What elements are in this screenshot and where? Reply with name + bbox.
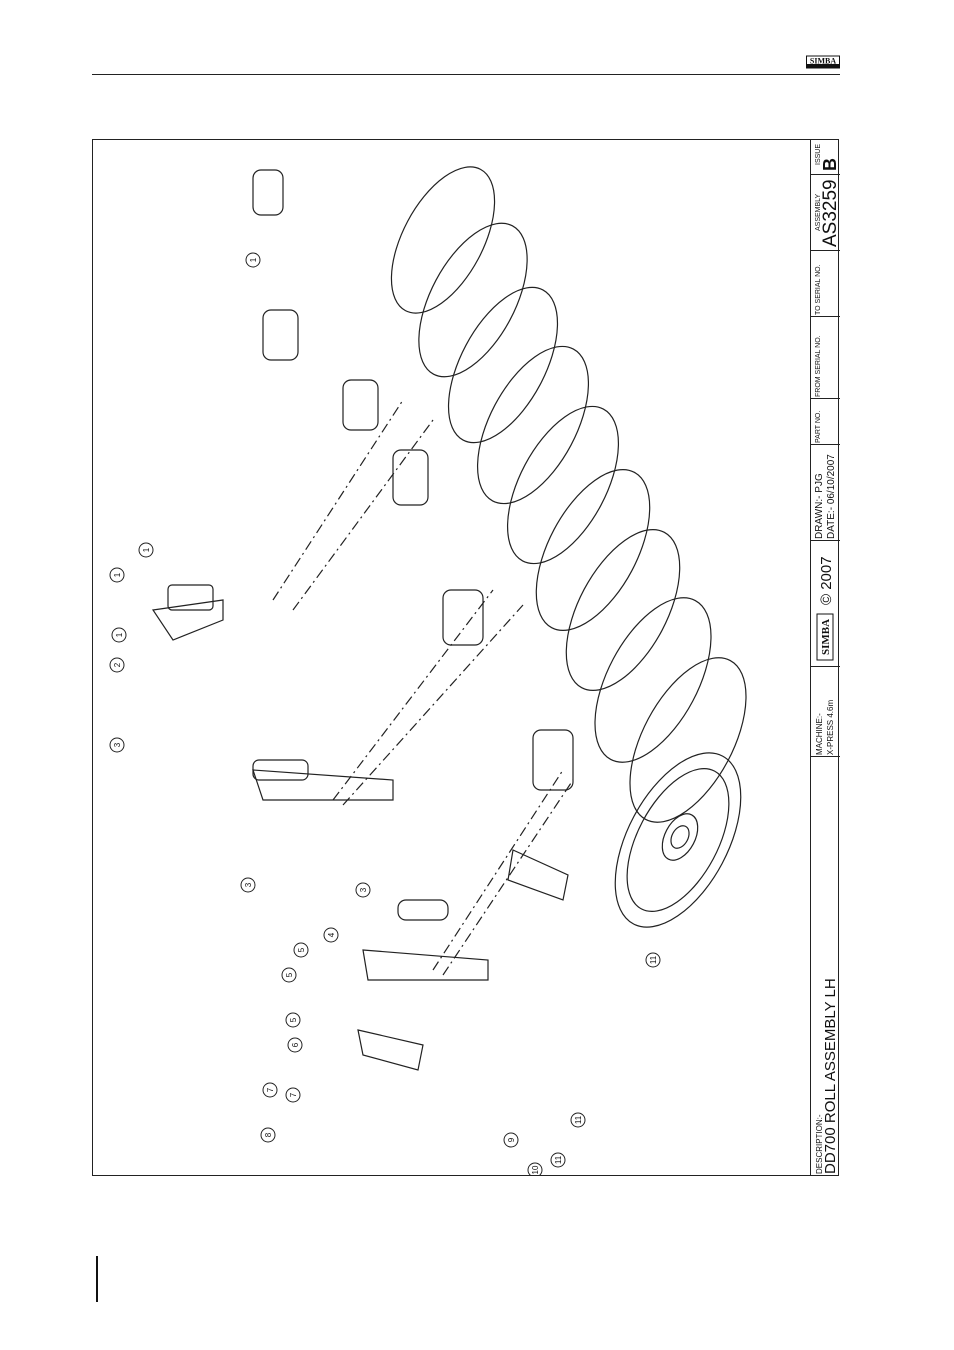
header-rule bbox=[92, 74, 840, 75]
machine-name: X-PRESS 4.6m bbox=[826, 700, 835, 755]
issue-value: B bbox=[820, 158, 841, 171]
balloon-number: 9 bbox=[507, 1137, 516, 1142]
balloon-number: 7 bbox=[266, 1087, 275, 1092]
balloon-number: 5 bbox=[297, 947, 306, 952]
to-serial-label: TO SERIAL NO. bbox=[815, 264, 822, 315]
part-no-label: PART NO. bbox=[815, 411, 822, 443]
balloon-number: 2 bbox=[113, 662, 122, 667]
drawn-date-cell: DRAWN:- PJG DATE:- 06/10/2007 bbox=[811, 445, 840, 541]
balloon-number: 8 bbox=[264, 1132, 273, 1137]
from-serial-label: FROM SERIAL NO. bbox=[815, 335, 822, 397]
balloon-number: 6 bbox=[291, 1042, 300, 1047]
simba-logo: SIMBA bbox=[806, 52, 840, 72]
title-logo-text: SIMBA bbox=[820, 619, 832, 655]
balloon-number: 5 bbox=[285, 972, 294, 977]
balloon-number: 10 bbox=[531, 1165, 540, 1174]
copyright-cell: SIMBA © 2007 bbox=[811, 541, 840, 667]
balloon-number: 11 bbox=[649, 955, 658, 964]
balloon-number: 1 bbox=[113, 572, 122, 577]
drawn-by: DRAWN:- PJG bbox=[814, 473, 825, 539]
machine-cell: MACHINE:- X-PRESS 4.6m bbox=[811, 667, 840, 757]
to-serial-cell: TO SERIAL NO. bbox=[811, 251, 840, 317]
balloon-number: 5 bbox=[289, 1017, 298, 1022]
balloon-number: 1 bbox=[115, 632, 124, 637]
drawn-date: DATE:- 06/10/2007 bbox=[826, 454, 837, 539]
issue-cell: ISSUE B bbox=[811, 139, 840, 175]
balloon-number: 11 bbox=[574, 1115, 583, 1124]
description-text: DD700 ROLL ASSEMBLY LH bbox=[822, 978, 839, 1174]
description-cell: DESCRIPTION:- DD700 ROLL ASSEMBLY LH bbox=[811, 757, 840, 1176]
assembly-number: AS3259 bbox=[820, 179, 842, 247]
title-block: ISSUE B ASSEMBLY AS3259 TO SERIAL NO. FR… bbox=[810, 139, 839, 1176]
part-no-cell: PART NO. bbox=[811, 399, 840, 445]
assembly-cell: ASSEMBLY AS3259 bbox=[811, 175, 840, 251]
balloon-number: 3 bbox=[359, 887, 368, 892]
page-margin-bar bbox=[96, 1256, 98, 1302]
balloon-number: 4 bbox=[327, 932, 336, 937]
simba-title-logo: SIMBA bbox=[815, 611, 837, 663]
balloon-number: 11 bbox=[554, 1155, 563, 1164]
balloon-number: 7 bbox=[289, 1092, 298, 1097]
machine-label: MACHINE:- bbox=[815, 713, 824, 755]
copyright-text: © 2007 bbox=[818, 556, 835, 605]
from-serial-cell: FROM SERIAL NO. bbox=[811, 317, 840, 399]
balloon-number: 3 bbox=[113, 742, 122, 747]
balloon-number: 1 bbox=[249, 257, 258, 262]
balloon-number: 3 bbox=[244, 882, 253, 887]
balloon-number: 1 bbox=[142, 547, 151, 552]
logo-text: SIMBA bbox=[810, 57, 836, 66]
